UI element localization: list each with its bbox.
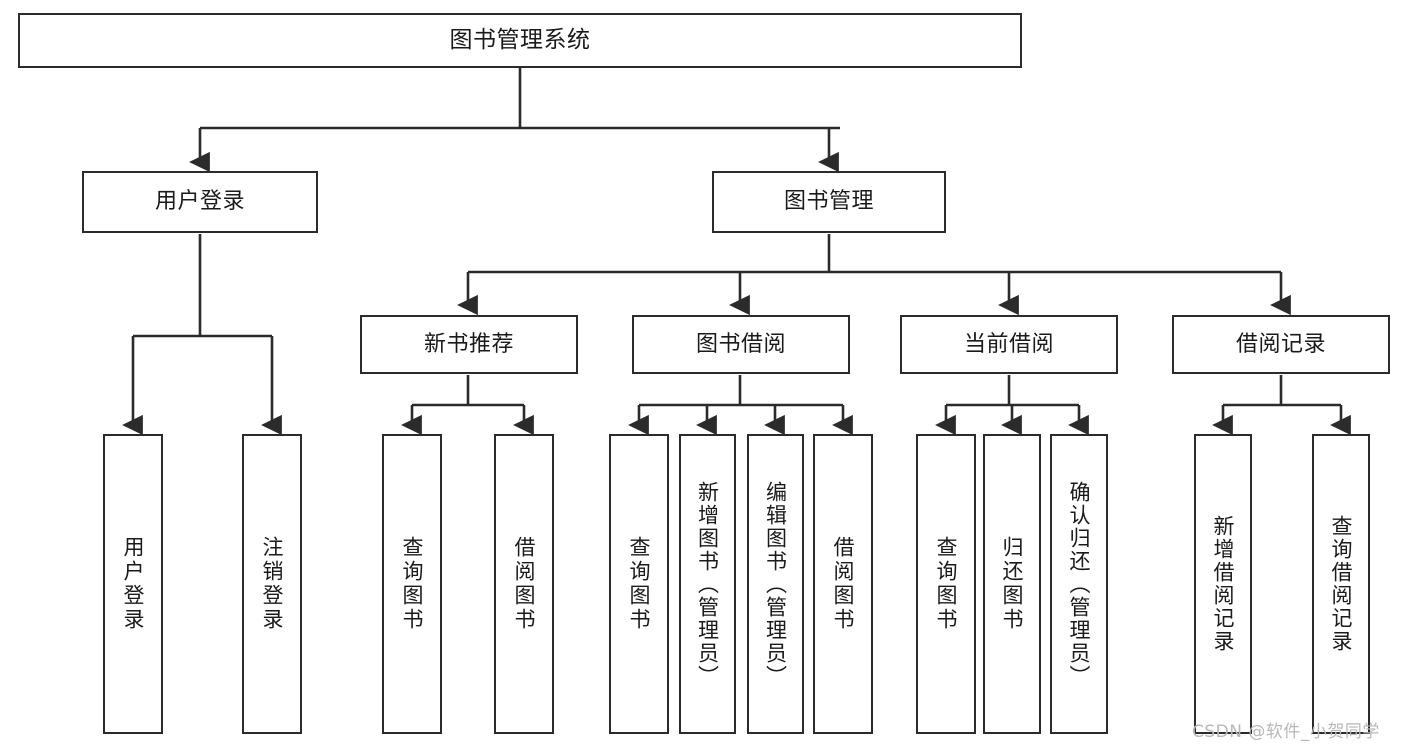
node-new-book-recommend[interactable]: 新书推荐 xyxy=(360,315,578,374)
node-label: 借阅记录 xyxy=(1235,331,1326,357)
leaf-user-login[interactable]: 用户登录 xyxy=(103,434,163,734)
node-book-borrow[interactable]: 图书借阅 xyxy=(632,315,850,374)
node-label: 图书管理 xyxy=(783,189,874,215)
node-label: 查询图书 xyxy=(400,536,425,632)
node-root-system[interactable]: 图书管理系统 xyxy=(18,13,1022,68)
node-label: 查询图书 xyxy=(627,536,652,632)
leaf-edit-book-admin[interactable]: 编辑图书（管理员） xyxy=(747,434,804,734)
leaf-logout-login[interactable]: 注销登录 xyxy=(242,434,302,734)
node-user-login[interactable]: 用户登录 xyxy=(82,171,318,233)
leaf-return-book[interactable]: 归还图书 xyxy=(983,434,1041,734)
node-label: 查询图书 xyxy=(934,536,959,632)
node-label: 查询借阅记录 xyxy=(1329,515,1354,653)
node-label: 当前借阅 xyxy=(963,331,1054,357)
leaf-query-borrow-record[interactable]: 查询借阅记录 xyxy=(1312,434,1370,734)
csdn-watermark: CSDN @软件_小贺同学 xyxy=(1192,722,1380,742)
node-label: 归还图书 xyxy=(1000,536,1025,632)
leaf-confirm-return-admin[interactable]: 确认归还（管理员） xyxy=(1050,434,1108,734)
node-label: 新增借阅记录 xyxy=(1211,515,1236,653)
node-label: 新书推荐 xyxy=(423,331,514,357)
node-label: 借阅图书 xyxy=(831,536,856,632)
leaf-borrow-book-borrow[interactable]: 借阅图书 xyxy=(813,434,873,734)
node-label: 用户登录 xyxy=(154,189,245,215)
leaf-add-borrow-record[interactable]: 新增借阅记录 xyxy=(1194,434,1252,734)
node-borrow-record[interactable]: 借阅记录 xyxy=(1172,315,1390,374)
node-label: 编辑图书（管理员） xyxy=(763,480,788,688)
leaf-query-book-current[interactable]: 查询图书 xyxy=(916,434,976,734)
leaf-query-book-recommend[interactable]: 查询图书 xyxy=(382,434,442,734)
node-label: 确认归还（管理员） xyxy=(1067,480,1092,688)
node-label: 新增图书（管理员） xyxy=(695,480,720,688)
node-label: 图书借阅 xyxy=(695,331,786,357)
leaf-add-book-admin[interactable]: 新增图书（管理员） xyxy=(679,434,736,734)
leaf-query-book-borrow[interactable]: 查询图书 xyxy=(609,434,669,734)
node-label: 用户登录 xyxy=(121,536,146,632)
node-book-management[interactable]: 图书管理 xyxy=(712,171,946,233)
node-label: 图书管理系统 xyxy=(449,26,591,53)
node-current-borrow[interactable]: 当前借阅 xyxy=(900,315,1118,374)
node-label: 借阅图书 xyxy=(512,536,537,632)
leaf-borrow-book-recommend[interactable]: 借阅图书 xyxy=(494,434,554,734)
node-label: 注销登录 xyxy=(260,536,285,632)
